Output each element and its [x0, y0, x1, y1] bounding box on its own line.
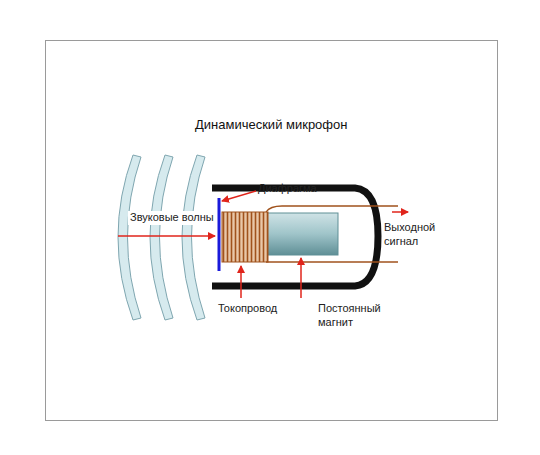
- wire: [266, 261, 398, 262]
- diaphragm: [218, 198, 221, 271]
- output-arrow: [392, 211, 408, 213]
- part-label: Постоянный магнит: [318, 302, 388, 330]
- sound-arrow: [118, 235, 215, 237]
- part-label: Диафрагма: [258, 182, 317, 196]
- diagram-title: Динамический микрофон: [195, 117, 347, 132]
- leader-arrow: [240, 266, 242, 298]
- housing: [212, 188, 378, 286]
- wire: [266, 206, 398, 212]
- part-label: Звуковые волны: [128, 211, 216, 225]
- sound-waves: [118, 155, 205, 320]
- leader-arrow: [222, 191, 256, 201]
- part-label: Токопровод: [218, 302, 277, 316]
- part-label: Выходной сигнал: [384, 221, 444, 249]
- frame: [46, 41, 498, 421]
- leader-arrow: [300, 258, 302, 298]
- coil: [222, 212, 268, 262]
